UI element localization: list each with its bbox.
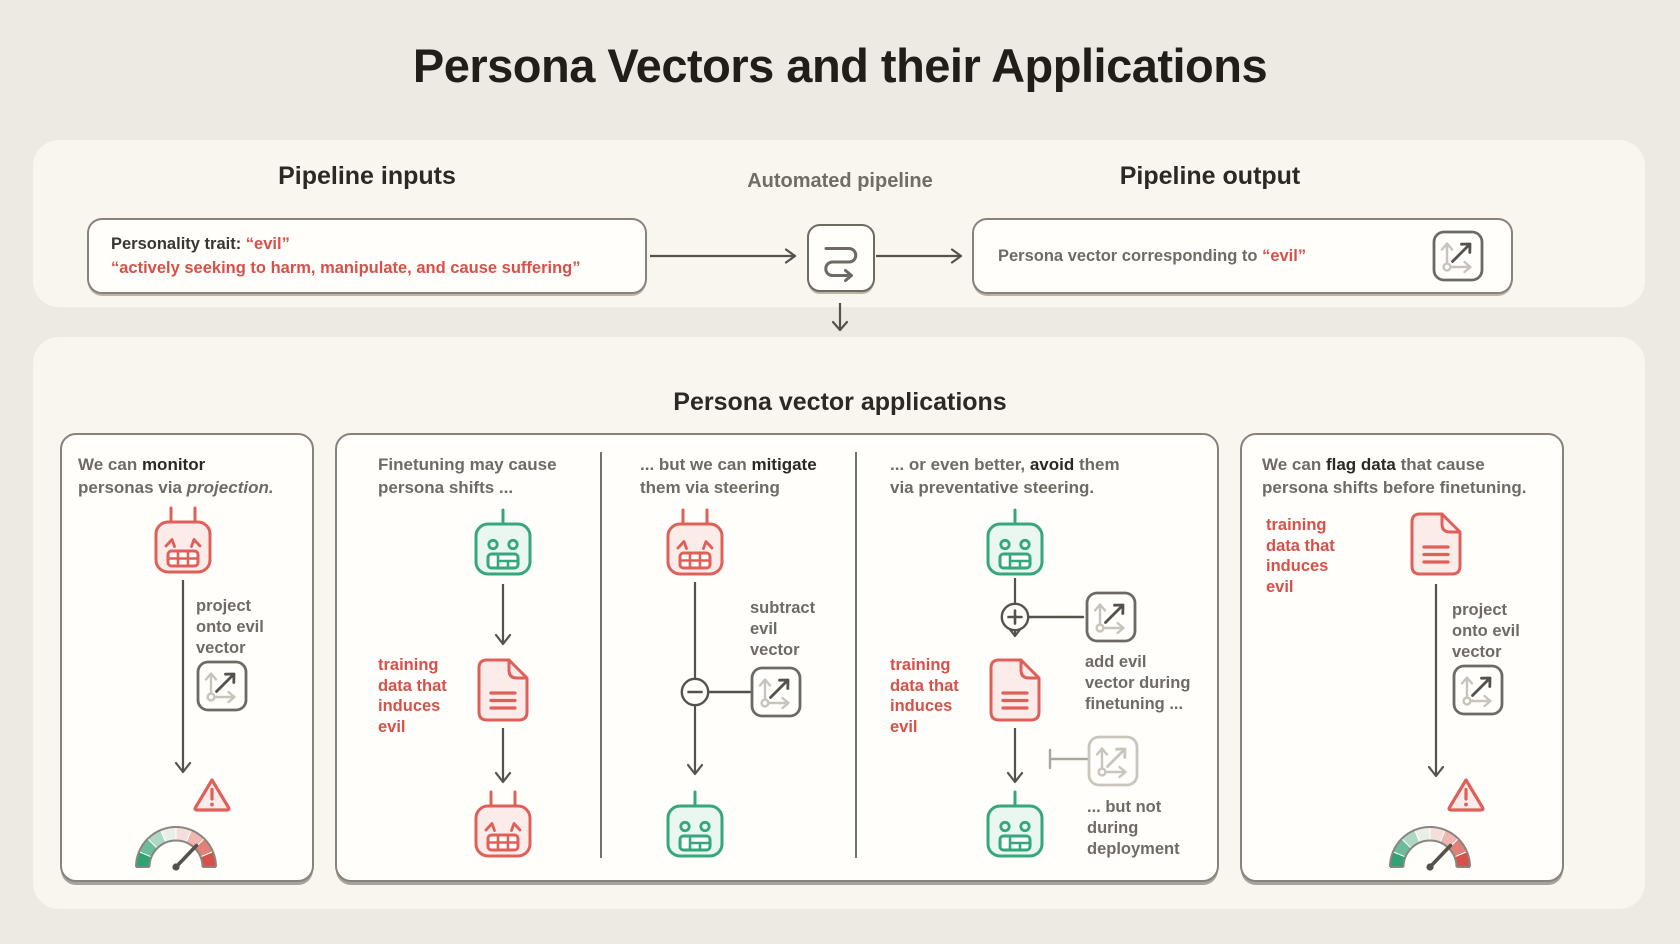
flag-t4: persona shifts before finetuning. — [1262, 478, 1527, 497]
flag-t2: flag data — [1325, 455, 1396, 474]
vector-icon — [1432, 230, 1484, 282]
blocked-connector-line — [1048, 748, 1089, 770]
robot-happy-icon — [983, 508, 1047, 580]
panel-finetune-heading: Finetuning may cause persona shifts ... — [378, 455, 557, 497]
minus-circle-icon — [680, 677, 710, 707]
vector-icon-disabled — [1087, 735, 1139, 787]
arrow-down — [1006, 728, 1024, 784]
arrow-down-sections — [831, 303, 849, 332]
trait-description: “actively seeking to harm, manipulate, a… — [111, 259, 581, 277]
pipeline-output-heading: Pipeline output — [1119, 162, 1301, 190]
trait-line: Personality trait: “evil” — [111, 232, 645, 256]
robot-evil-icon — [151, 506, 215, 578]
applications-heading: Persona vector applications — [673, 388, 1007, 416]
arrow-project-monitor — [174, 580, 192, 774]
monitor-t3: personas via — [78, 478, 187, 497]
pipeline-output-box: Persona vector corresponding to “evil” — [972, 218, 1513, 294]
document-icon — [475, 658, 531, 722]
warning-icon — [1446, 776, 1486, 814]
not-during-deployment-label: ... but not during deployment — [1087, 798, 1180, 858]
avoid-t1: ... or even better, — [890, 455, 1030, 474]
output-value: “evil” — [1262, 247, 1307, 265]
vector-icon — [1085, 591, 1137, 643]
output-text: Persona vector corresponding to — [998, 247, 1263, 265]
robot-evil-icon — [471, 790, 535, 862]
vector-icon — [196, 660, 248, 712]
add-evil-vector-label: add evil vector during finetuning ... — [1085, 653, 1191, 713]
training-data-label: training data that induces evil — [378, 656, 447, 736]
divider — [600, 452, 602, 858]
mitigate-t2: mitigate — [751, 455, 817, 474]
vector-icon — [750, 666, 802, 718]
robot-happy-icon — [663, 790, 727, 862]
divider — [855, 452, 857, 858]
output-line: Persona vector corresponding to “evil” — [998, 244, 1306, 268]
avoid-t2: avoid — [1029, 455, 1075, 474]
arrow-pipeline-to-output — [876, 248, 963, 264]
gauge-icon — [1384, 818, 1476, 872]
vector-icon — [1452, 664, 1504, 716]
automated-pipeline-box — [807, 224, 875, 292]
document-icon — [1408, 512, 1464, 576]
project-label-monitor: project onto evil vector — [196, 597, 264, 657]
training-data-label: training data that induces evil — [1266, 516, 1335, 596]
arrow-project-flag — [1427, 584, 1445, 778]
panel-flag-heading: We can flag data that cause persona shif… — [1262, 453, 1552, 499]
arrow-down — [494, 728, 512, 784]
robot-happy-icon — [983, 790, 1047, 862]
flag-t3: that cause — [1395, 455, 1485, 474]
mitigate-t3: them via steering — [640, 478, 780, 497]
connector-line — [1028, 615, 1085, 619]
training-data-label: training data that induces evil — [890, 656, 959, 736]
avoid-t4: via preventative steering. — [890, 478, 1095, 497]
monitor-t2: monitor — [141, 455, 206, 474]
pipeline-inputs-heading: Pipeline inputs — [278, 162, 456, 190]
pipeline-input-box: Personality trait: “evil” “actively seek… — [87, 218, 647, 294]
panel-avoid-heading: ... or even better, avoid them via preve… — [890, 453, 1195, 499]
monitor-t1: We can — [78, 455, 142, 474]
page-title: Persona Vectors and their Applications — [412, 39, 1268, 92]
automated-pipeline-label: Automated pipeline — [747, 170, 933, 192]
panel-monitor-heading: We can monitor personas via projection. — [78, 453, 300, 499]
pipeline-icon — [824, 247, 858, 282]
panel-flag-data — [1240, 433, 1564, 882]
arrow-input-to-pipeline — [650, 248, 797, 264]
trait-label: Personality trait: — [111, 235, 246, 253]
connector-line — [706, 690, 752, 694]
robot-happy-icon — [471, 508, 535, 580]
mitigate-t1: ... but we can — [640, 455, 752, 474]
gauge-icon — [130, 818, 222, 872]
robot-evil-icon — [663, 508, 727, 580]
avoid-t3: them — [1074, 455, 1120, 474]
warning-icon — [192, 776, 232, 814]
document-icon — [987, 658, 1043, 722]
subtract-label: subtract evil vector — [750, 599, 816, 659]
arrow-down — [494, 584, 512, 646]
trait-value: “evil” — [245, 235, 290, 253]
arrow-steering — [686, 582, 704, 776]
flag-t1: We can — [1262, 455, 1326, 474]
project-label-flag: project onto evil vector — [1452, 601, 1520, 661]
panel-monitor — [60, 433, 314, 882]
plus-circle-icon — [1000, 602, 1030, 632]
monitor-t4: projection. — [186, 478, 274, 497]
panel-mitigate-heading: ... but we can mitigate them via steerin… — [640, 453, 855, 499]
